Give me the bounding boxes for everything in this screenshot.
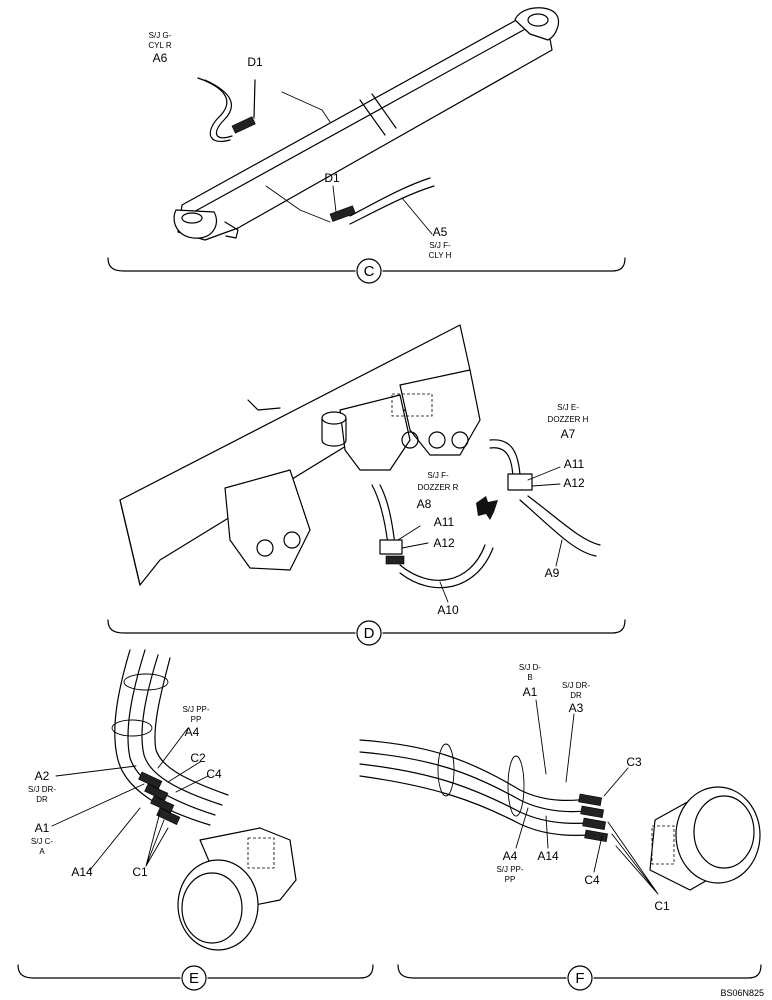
label-a7-note2: DOZZER H bbox=[548, 415, 589, 424]
label-e-a4-note2: PP bbox=[191, 715, 202, 724]
label-a11-left: A11 bbox=[434, 515, 455, 529]
label-f-a3-note1: S/J DR- bbox=[562, 681, 590, 690]
view-c-cylinder: C S/J G- CYL R A6 D1 D1 A5 S/J F- CLY H bbox=[107, 7, 626, 284]
label-e-c2: C2 bbox=[190, 751, 206, 765]
view-d-dozer-frame: D S/J E- DOZZER H A7 A11 A12 S/J F- DOZZ… bbox=[107, 324, 626, 646]
label-a5-note2: CLY H bbox=[429, 251, 452, 260]
label-f-a4-note1: S/J PP- bbox=[496, 865, 523, 874]
label-f-a14: A14 bbox=[537, 849, 559, 863]
view-f-travel-motor: F S/J D- B A1 S/J DR- DR A3 C3 A4 S/J PP… bbox=[359, 663, 762, 991]
bracket-f bbox=[397, 964, 762, 979]
fittings-f bbox=[578, 793, 609, 843]
reference-code: BS06N825 bbox=[720, 988, 764, 998]
label-e-a1: A1 bbox=[35, 821, 50, 835]
hose-a8 bbox=[371, 484, 389, 546]
fittings-e bbox=[138, 771, 181, 825]
label-f-a1-note2: B bbox=[527, 673, 532, 682]
hose-a5 bbox=[349, 177, 431, 217]
view-e-title: E bbox=[189, 970, 199, 987]
hose-bundle-f bbox=[359, 739, 601, 801]
label-a12-right: A12 bbox=[563, 476, 585, 490]
label-a5-note1: S/J F- bbox=[429, 241, 451, 250]
label-a8-note1: S/J F- bbox=[427, 471, 449, 480]
label-a12-left: A12 bbox=[433, 536, 455, 550]
label-a8: A8 bbox=[417, 497, 432, 511]
view-f-title: F bbox=[575, 970, 584, 987]
fitting-d1-top bbox=[231, 116, 256, 134]
label-e-a14: A14 bbox=[71, 865, 93, 879]
label-a9: A9 bbox=[545, 566, 560, 580]
frame-mount-center bbox=[339, 394, 411, 471]
label-d1-bottom: D1 bbox=[324, 171, 340, 185]
label-e-c4: C4 bbox=[206, 767, 222, 781]
clamp-a11-left bbox=[379, 539, 403, 555]
hose-a10 bbox=[399, 544, 486, 581]
frame-mount-left bbox=[224, 469, 311, 571]
label-a5: A5 bbox=[433, 225, 448, 239]
view-e-travel-motor: E S/J PP- PP A4 C2 C4 A2 S/J DR- DR A1 S… bbox=[17, 649, 374, 991]
label-f-a1-note1: S/J D- bbox=[519, 663, 542, 672]
label-e-a2-note1: S/J DR- bbox=[28, 785, 56, 794]
label-e-a1-note1: S/J C- bbox=[31, 837, 54, 846]
label-a8-note2: DOZZER R bbox=[418, 483, 459, 492]
clamp-a11-right bbox=[507, 473, 533, 491]
label-f-c4: C4 bbox=[584, 873, 600, 887]
label-e-a4-note1: S/J PP- bbox=[182, 705, 209, 714]
bracket-d bbox=[107, 619, 626, 634]
label-e-c1: C1 bbox=[132, 865, 148, 879]
view-d-title: D bbox=[364, 625, 375, 642]
hose-a9 bbox=[527, 495, 601, 546]
direction-arrow bbox=[476, 496, 498, 520]
fitting-d1-bottom bbox=[329, 205, 356, 222]
label-e-a2-note2: DR bbox=[36, 795, 48, 804]
label-f-c3: C3 bbox=[626, 755, 642, 769]
label-a6: A6 bbox=[153, 51, 168, 65]
label-a11-right: A11 bbox=[564, 457, 585, 471]
label-f-c1: C1 bbox=[654, 899, 670, 913]
label-f-a3-note2: DR bbox=[570, 691, 582, 700]
bracket-e bbox=[17, 964, 374, 979]
label-a10: A10 bbox=[437, 603, 459, 617]
label-e-a4: A4 bbox=[185, 725, 200, 739]
label-f-a4: A4 bbox=[503, 849, 518, 863]
label-f-a1: A1 bbox=[523, 685, 538, 699]
label-a7-note1: S/J E- bbox=[557, 403, 579, 412]
bracket-c bbox=[107, 257, 626, 272]
label-e-a1-note2: A bbox=[39, 847, 45, 856]
label-f-a3: A3 bbox=[569, 701, 584, 715]
hose-a7 bbox=[489, 439, 521, 476]
hose-a6 bbox=[197, 77, 231, 142]
label-a6-note1: S/J G- bbox=[149, 31, 172, 40]
label-e-a2: A2 bbox=[35, 769, 50, 783]
label-d1-top: D1 bbox=[247, 55, 263, 69]
label-a7: A7 bbox=[561, 427, 576, 441]
view-c-title: C bbox=[364, 263, 375, 280]
label-f-a4-note2: PP bbox=[505, 875, 516, 884]
frame-mount-right bbox=[399, 369, 481, 456]
label-a6-note2: CYL R bbox=[148, 41, 171, 50]
